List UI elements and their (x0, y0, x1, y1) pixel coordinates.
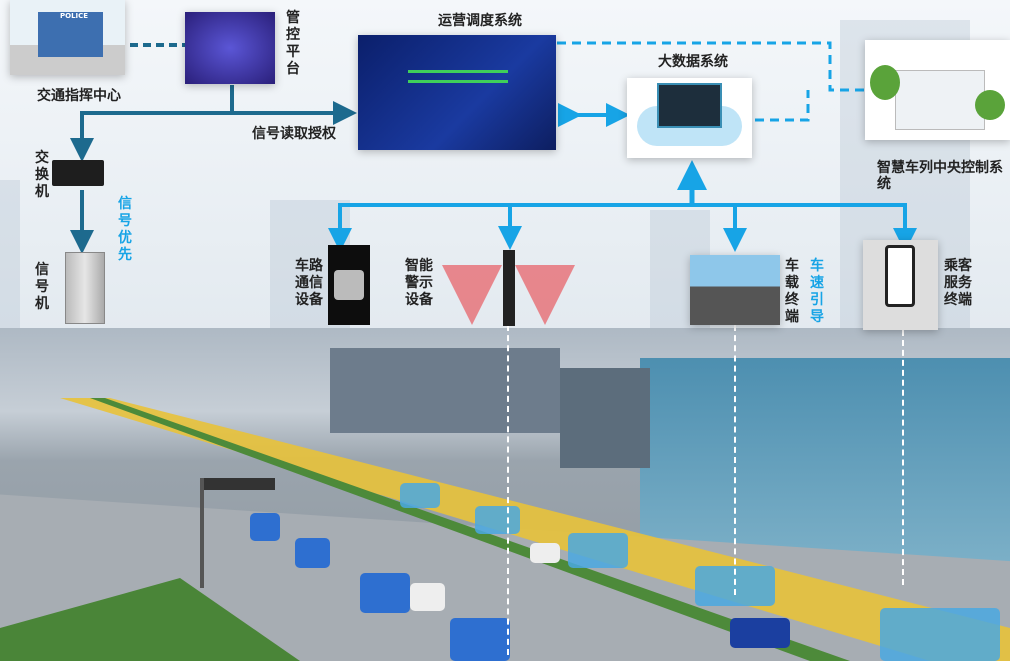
police-sign: POLICE (60, 12, 89, 20)
pedestrian-warning-icon (442, 265, 502, 325)
bus (360, 573, 410, 613)
tree-icon (870, 65, 900, 100)
command-center-image: POLICE (10, 0, 125, 75)
central-control-image (865, 40, 1010, 140)
building-icon (895, 70, 985, 130)
phone-icon (885, 245, 915, 307)
vehicle-terminal-image (690, 255, 780, 325)
street-scene (0, 328, 1010, 661)
control-platform-image (185, 12, 275, 84)
vehicle-warning-icon (515, 265, 575, 325)
control-platform-label: 管控平台 (286, 10, 300, 77)
command-center-label: 交通指挥中心 (37, 88, 121, 104)
signal-cabinet-icon (65, 252, 105, 324)
switch-icon (52, 160, 104, 186)
signal-auth-label: 信号读取授权 (252, 126, 336, 142)
signal-priority-label: 信号优先 (118, 196, 132, 263)
connector-lines (70, 41, 917, 254)
screen-line (408, 70, 508, 73)
traffic-light-pole (200, 478, 204, 588)
connector-line (902, 330, 904, 585)
bus (475, 506, 520, 534)
mall-building (330, 348, 560, 433)
server-icon (657, 83, 722, 128)
passenger-terminal-label: 乘客服务终端 (944, 258, 972, 308)
big-data-label: 大数据系统 (658, 54, 728, 70)
connector-line (507, 325, 509, 655)
switch-label: 交换机 (35, 150, 49, 200)
antenna-icon (334, 270, 364, 300)
speed-guidance-label: 车速引导 (810, 258, 824, 325)
tree-icon (975, 90, 1005, 120)
car (530, 543, 560, 563)
warning-device-label: 智能警示设备 (405, 258, 433, 308)
bus (400, 483, 440, 508)
police-building (38, 12, 103, 57)
bus (568, 533, 628, 568)
central-control-label: 智慧车列中央控制系统 (877, 160, 1003, 192)
bus (450, 618, 510, 661)
background-building (0, 180, 20, 330)
ops-dispatch-screen (358, 35, 556, 150)
warning-pole (503, 250, 515, 326)
car (730, 618, 790, 648)
big-data-image (627, 78, 752, 158)
ops-dispatch-label: 运营调度系统 (438, 13, 522, 29)
bus (295, 538, 330, 568)
vehicle-terminal-label: 车载终端 (785, 258, 799, 325)
building (560, 368, 650, 468)
bus (250, 513, 280, 541)
traffic-light (200, 478, 275, 490)
passenger-terminal-image (863, 240, 938, 330)
car (410, 583, 445, 611)
bus (880, 608, 1000, 661)
connector-line (734, 325, 736, 595)
screen-line (408, 80, 508, 83)
v2x-device-label: 车路通信设备 (295, 258, 323, 308)
signal-controller-label: 信号机 (35, 262, 49, 312)
v2x-device-image (328, 245, 370, 325)
